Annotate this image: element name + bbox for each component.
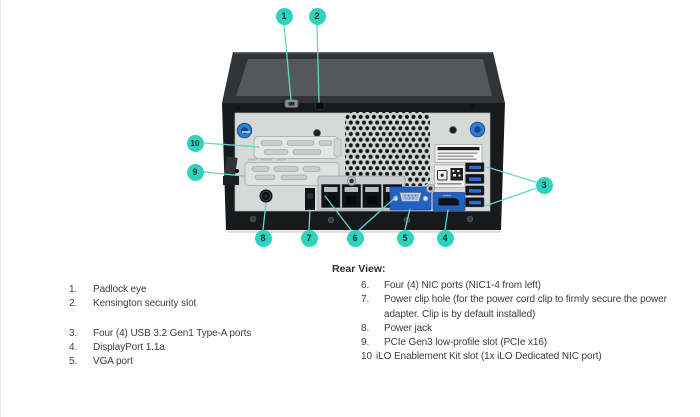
displayport (432, 192, 466, 211)
legend-left-column: 1. Padlock eye 2. Kensington security sl… (69, 283, 341, 369)
callout-4: 4 (436, 229, 454, 247)
thumbscrew-left (236, 122, 253, 139)
ilo-enablement-kit-slot-cover (242, 131, 342, 159)
legend-item-text: Padlock eye (93, 284, 147, 295)
usb-ports (465, 162, 485, 208)
legend-heading: Rear View: (332, 263, 386, 275)
legend-item-number: 4. (69, 341, 78, 353)
legend-right-column: 6. Four (4) NIC ports (NIC1-4 from left)… (361, 279, 676, 365)
service-label (434, 144, 483, 163)
pcie-gen3-slot-cover (244, 158, 340, 186)
nic-port-2 (341, 184, 361, 208)
legend-item-8: 8. Power jack (361, 322, 676, 336)
legend-item-2: 2. Kensington security slot (69, 297, 341, 311)
bottom-strip-screws (249, 215, 474, 224)
server-rear-illustration (203, 23, 537, 233)
chassis-top-inset (236, 59, 492, 96)
legend-item-number: 2. (69, 298, 78, 310)
padlock-eye-slot (288, 102, 295, 106)
callout-8: 8 (254, 229, 272, 247)
legend-item-text: Kensington security slot (93, 298, 197, 310)
legend-item-text: Power jack (384, 322, 432, 334)
thumbscrew-right (469, 121, 486, 138)
kensington-security-slot (315, 102, 325, 110)
panel-screw-circled-center (428, 186, 433, 191)
legend-item-number: 3. (69, 327, 78, 339)
power-clip-hole (305, 188, 315, 210)
callout-3: 3 (535, 176, 553, 194)
nic-port-1 (321, 184, 341, 208)
legend-item-number: 8. (361, 322, 370, 334)
legend-item-number: 5. (69, 356, 78, 368)
legend-item-5: 5. VGA port (69, 355, 341, 369)
legend-item-number: 9. (361, 337, 370, 349)
legend-item-number: 7. (361, 294, 370, 306)
legend-item-text: Power clip hole (for the power cord clip… (384, 294, 667, 320)
legend-item-4: 4. DisplayPort 1.1a (69, 341, 341, 355)
legend-item-9: 9. PCIe Gen3 low-profile slot (PCIe x16) (361, 336, 676, 350)
callout-7: 7 (300, 229, 318, 247)
legend-item-text: iLO Enablement Kit slot (1x iLO Dedicate… (376, 351, 602, 363)
panel-screw-left (313, 129, 321, 137)
callout-9: 9 (186, 163, 204, 181)
nic-port-3 (362, 184, 382, 208)
legend-item-10: 10 iLO Enablement Kit slot (1x iLO Dedic… (361, 350, 676, 364)
power-jack (259, 189, 273, 203)
usb-port-1 (465, 162, 485, 173)
callout-1: 1 (275, 7, 293, 25)
callout-10: 10 (186, 134, 204, 152)
callout-2: 2 (308, 7, 326, 25)
legend-item-number: 6. (361, 280, 370, 291)
legend-item-number: 1. (69, 284, 78, 295)
fan-grille (345, 112, 430, 186)
legend-item-number: 10 (361, 351, 372, 363)
usb-port-4 (465, 197, 485, 208)
legend-item-6: 6. Four (4) NIC ports (NIC1-4 from left) (361, 279, 676, 293)
vga-port (389, 186, 432, 211)
band-screw-right (470, 104, 475, 109)
legend-item-text: VGA port (93, 356, 133, 368)
qr-code-label (434, 164, 466, 188)
legend-item-text: DisplayPort 1.1a (93, 341, 165, 353)
legend-item-text: Four (4) NIC ports (NIC1-4 from left) (384, 280, 541, 291)
callout-5: 5 (396, 229, 414, 247)
usb-port-3 (465, 185, 485, 196)
panel-screw-right (449, 126, 457, 134)
legend-item-text: Four (4) USB 3.2 Gen1 Type-A ports (93, 327, 252, 339)
callout-6: 6 (346, 229, 364, 247)
legend-item-7: 7. Power clip hole (for the power cord c… (361, 293, 676, 322)
usb-port-2 (465, 173, 485, 184)
legend-item-text: PCIe Gen3 low-profile slot (PCIe x16) (384, 337, 548, 349)
legend-item-3: 3. Four (4) USB 3.2 Gen1 Type-A ports (69, 327, 341, 341)
band-screw-left (236, 105, 240, 110)
legend-item-1: 1. Padlock eye (69, 283, 341, 297)
callout-leader-lines (203, 23, 537, 231)
chassis-shadow (228, 230, 500, 233)
